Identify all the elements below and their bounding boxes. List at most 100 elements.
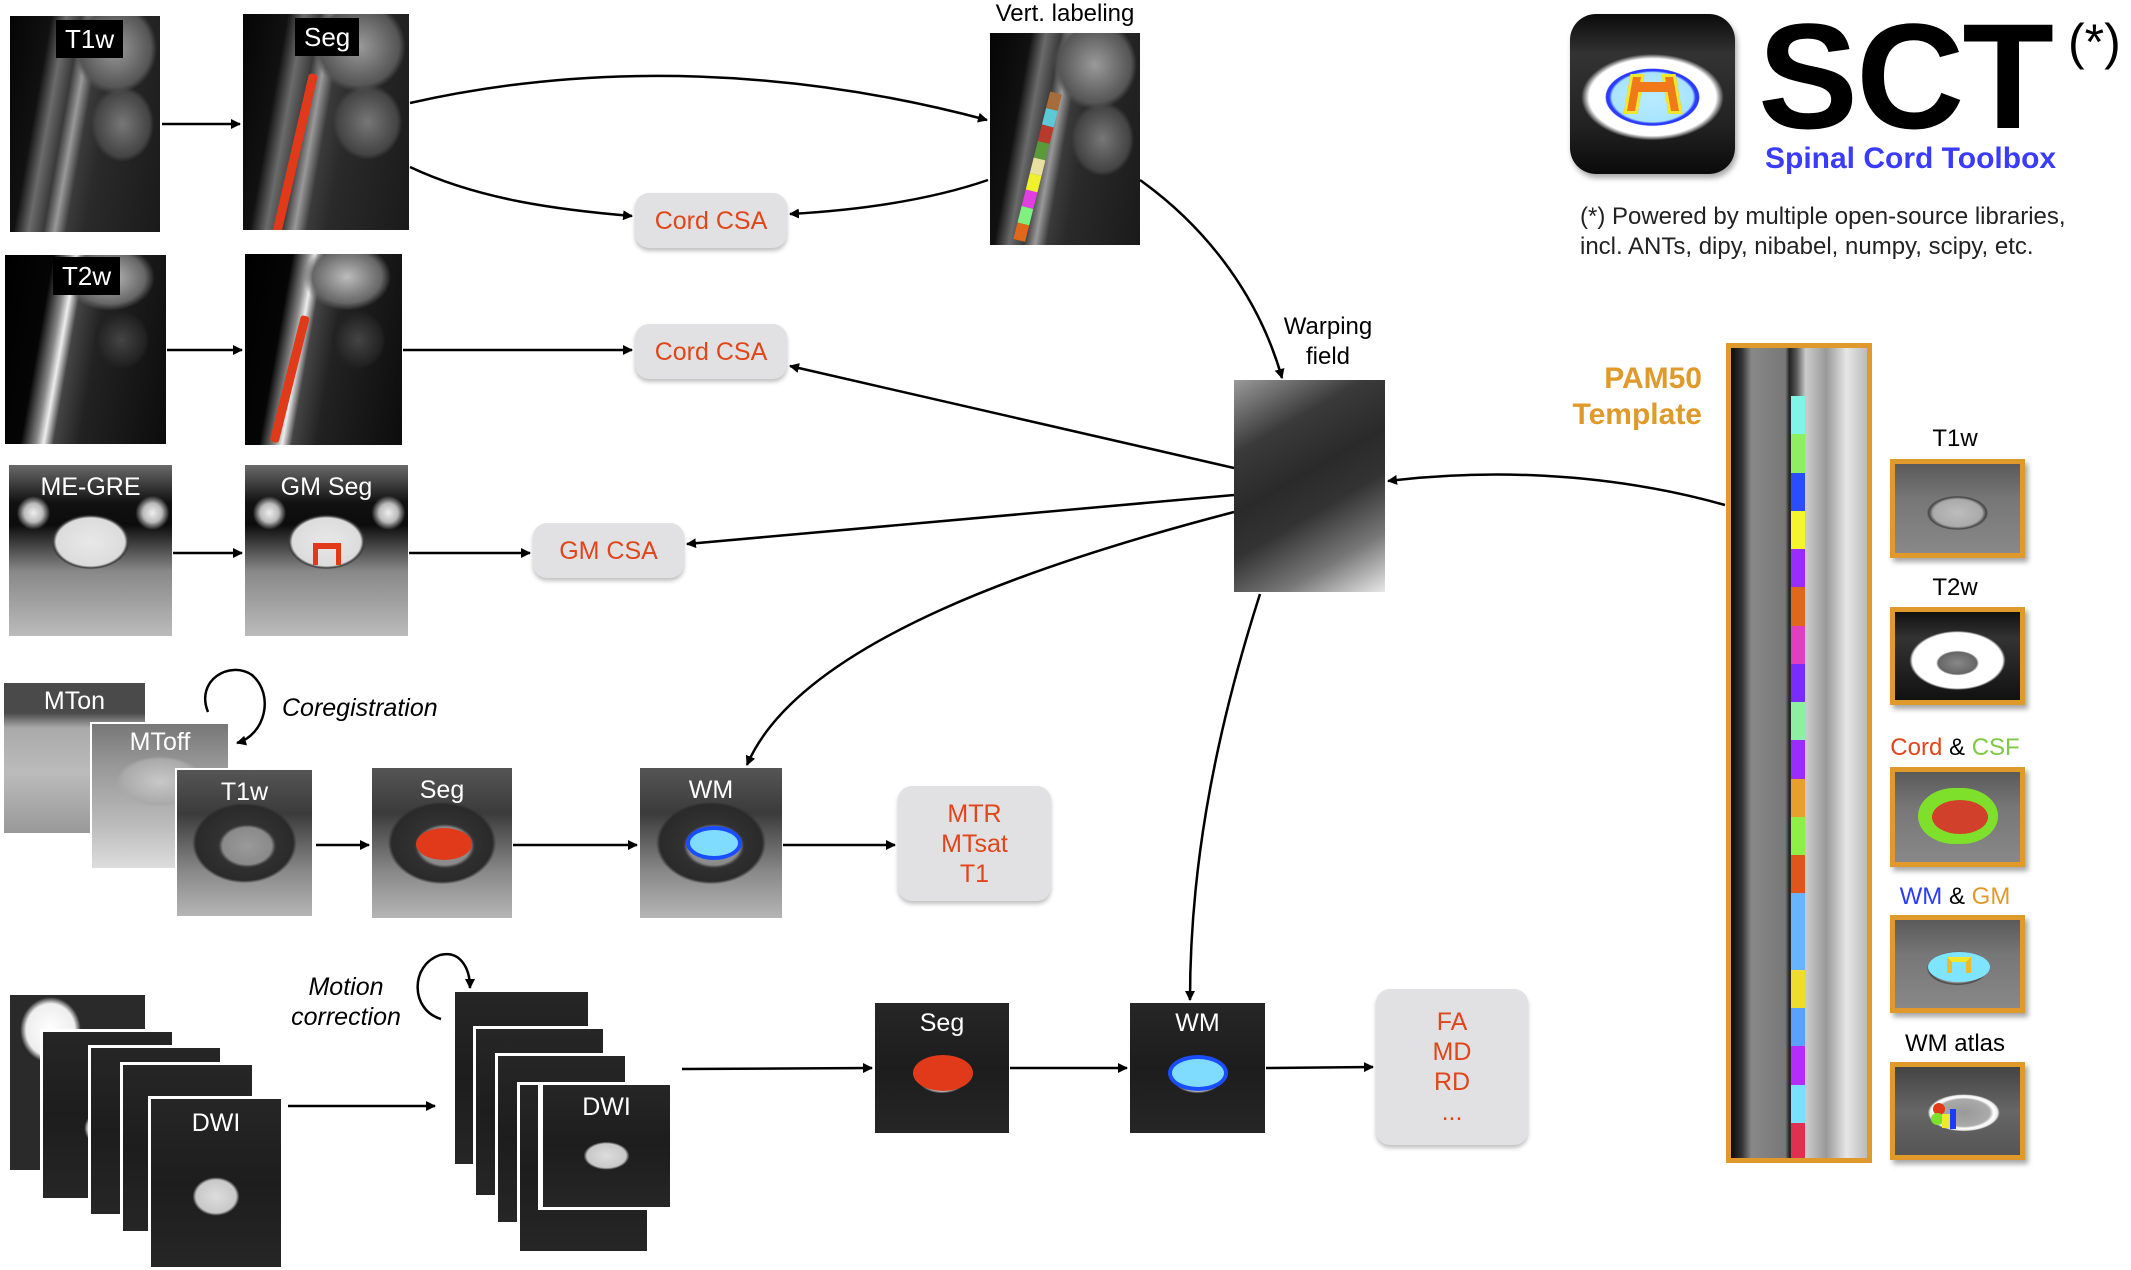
vert-labeling-caption: Vert. labeling: [995, 0, 1135, 27]
vertebral-level-segment: [1791, 816, 1805, 855]
t2w-sagittal-image: T2w: [5, 255, 166, 444]
motion-correction-label-line2: correction: [291, 1003, 401, 1031]
cord-csf-thumbnail: [1890, 767, 2025, 867]
mtoff-label: MToff: [129, 728, 191, 756]
pam50-title-line1: PAM50: [1604, 362, 1702, 395]
template-t1w-caption: T1w: [1932, 425, 1978, 452]
sct-logo-icon: [1570, 14, 1735, 174]
vertebral-level-segment: [1791, 1084, 1805, 1123]
cord-csa-output-2: Cord CSA: [635, 324, 787, 379]
atlas-tract-red: [1933, 1103, 1945, 1115]
cord-csa-label: Cord CSA: [654, 206, 768, 235]
motion-correction-loop-arrow: [416, 952, 475, 1021]
t2w-label: T2w: [53, 257, 121, 295]
vertebral-level-segment: [1791, 1122, 1805, 1158]
wm-atlas-caption: WM atlas: [1904, 1030, 2005, 1057]
dwi-wm-label: WM: [1175, 1009, 1220, 1037]
template-t2w-thumbnail: [1890, 607, 2025, 705]
sct-footnote-line2: incl. ANTs, dipy, nibabel, numpy, scipy,…: [1580, 233, 2034, 260]
megre-axial-image: ME-GRE: [9, 465, 172, 636]
t1w-sagittal-image: T1w: [10, 16, 160, 232]
dti-metrics-output: FA MD RD ...: [1376, 989, 1528, 1145]
pam50-vertebral-levels: [1791, 396, 1805, 1158]
wm-segmentation-overlay: [1168, 1055, 1228, 1091]
mt-seg-label: Seg: [419, 776, 465, 804]
t1w-label: T1w: [56, 20, 124, 58]
csf-word: CSF: [1971, 734, 2020, 761]
cord-csa-label: Cord CSA: [654, 337, 768, 366]
amp-word: &: [1948, 883, 1965, 910]
dwi-corrected-front: DWI: [540, 1082, 673, 1210]
amp-word: &: [1949, 734, 1966, 761]
vertebral-level-segment: [1791, 663, 1805, 702]
vertebral-level-segment: [1791, 1046, 1805, 1085]
cord-segmentation-overlay: [913, 1055, 973, 1091]
pam50-sagittal-template: [1726, 343, 1872, 1163]
gm-mask: [1947, 957, 1971, 973]
mt-metrics-output: MTR MTsat T1: [898, 786, 1051, 901]
arrow-template-to-warp: [1387, 473, 1726, 507]
atlas-tract-blue: [1950, 1109, 1956, 1129]
vert-labeling-image: [990, 33, 1140, 245]
gm-csa-label: GM CSA: [559, 536, 658, 565]
vertebral-level-segment: [1791, 625, 1805, 664]
sct-title: SCT: [1758, 0, 2054, 160]
gm-word: GM: [1971, 883, 2011, 910]
template-t2w-caption: T2w: [1932, 574, 1978, 601]
vertebral-level-segment: [1791, 549, 1805, 588]
mton-label: MTon: [43, 687, 106, 715]
gm-seg-image: GM Seg: [245, 465, 408, 636]
mt-seg-image: Seg: [372, 768, 512, 918]
vertebral-level-segment: [1791, 587, 1805, 626]
dwi-volume-front: DWI: [148, 1096, 284, 1270]
vertebral-level-segment: [1013, 222, 1030, 242]
cord-csa-output-1: Cord CSA: [635, 193, 787, 248]
fa-label: FA: [1436, 1008, 1468, 1036]
vertebral-level-segment: [1791, 434, 1805, 473]
rd-label: RD: [1433, 1068, 1471, 1096]
motion-correction-label-line1: Motion: [308, 973, 384, 1001]
wm-word: WM: [1899, 883, 1943, 910]
cord-word: Cord: [1890, 734, 1943, 761]
coregistration-label: Coregistration: [282, 694, 438, 722]
flow-arrows: [162, 74, 1726, 1111]
mt-t1w-image: T1w: [175, 768, 314, 918]
dwi-corrected-label: DWI: [582, 1093, 631, 1121]
warping-field-caption-line2: field: [1305, 343, 1351, 370]
wm-gm-caption: WM & GM: [1880, 883, 2030, 911]
dwi-seg-image: Seg: [875, 1003, 1009, 1133]
t1-label: T1: [959, 859, 990, 888]
vertebral-level-segment: [1791, 855, 1805, 894]
cord-csf-caption: Cord & CSF: [1880, 734, 2030, 762]
vertebral-level-segment: [1791, 510, 1805, 549]
seg-label: Seg: [295, 18, 360, 56]
vertebral-level-segment: [1791, 931, 1805, 970]
arrow-warp-to-dwi-wm: [1185, 593, 1262, 1001]
pam50-title-line2: Template: [1572, 398, 1702, 431]
warping-field-image: [1234, 380, 1385, 592]
sct-subtitle: Spinal Cord Toolbox: [1765, 142, 2057, 175]
gm-seg-label: GM Seg: [280, 473, 373, 501]
t1w-seg-image: Seg: [243, 14, 409, 230]
more-label: ...: [1441, 1098, 1463, 1126]
md-label: MD: [1432, 1038, 1472, 1066]
vertebral-level-segment: [1791, 893, 1805, 932]
arrow-warp-to-mt-wm: [745, 510, 1235, 766]
vertebral-labels-overlay: [1013, 91, 1062, 242]
vertebral-level-segment: [1791, 702, 1805, 741]
wm-gm-thumbnail: [1890, 915, 2025, 1013]
arrow-vert-to-warp: [1139, 178, 1285, 379]
vertebral-level-segment: [1791, 969, 1805, 1008]
cord-segmentation-overlay: [416, 828, 472, 860]
mt-wm-label: WM: [688, 776, 734, 804]
cord-segmentation-overlay: [269, 314, 310, 444]
mt-t1w-label: T1w: [220, 778, 269, 806]
vertebral-level-segment: [1791, 396, 1805, 435]
arrow-warp-to-gmcsa: [686, 493, 1235, 549]
megre-label: ME-GRE: [40, 473, 141, 501]
arrow-mc-to-seg: [681, 1063, 873, 1074]
wm-atlas-thumbnail: [1890, 1062, 2025, 1160]
coregistration-loop-arrow: [204, 668, 266, 746]
arrow-seg-to-vert: [409, 74, 988, 123]
sct-footnote-line1: (*) Powered by multiple open-source libr…: [1580, 203, 2066, 230]
